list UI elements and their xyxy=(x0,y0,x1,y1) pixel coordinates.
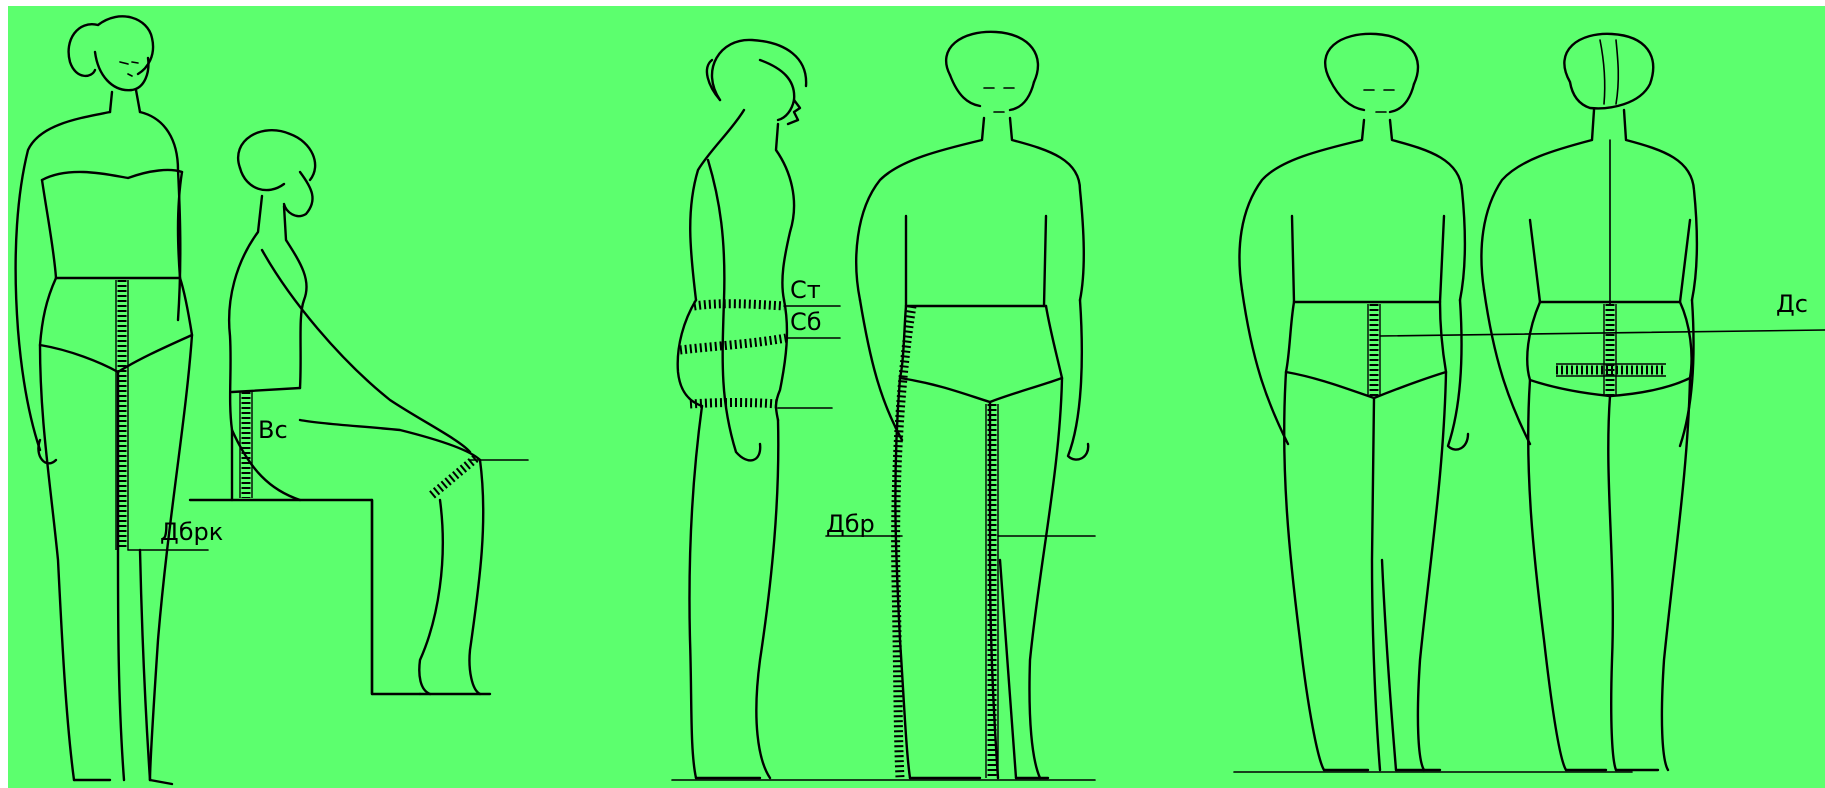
background-panel xyxy=(8,6,1825,788)
label-ds: Дс xyxy=(1776,290,1808,318)
label-dbrk: Дбрк xyxy=(160,518,223,546)
label-st: Ст xyxy=(790,276,821,304)
label-sb: Сб xyxy=(790,308,822,336)
label-vs: Вс xyxy=(258,416,288,444)
label-dbr: Дбр xyxy=(826,510,875,538)
